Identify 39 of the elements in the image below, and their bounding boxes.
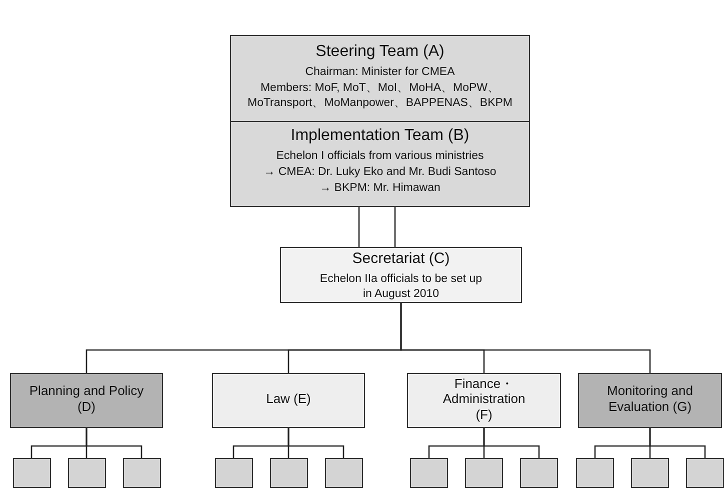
box-title: Implementation Team (B)	[290, 126, 470, 146]
box-text: Echelon IIa officials to be set up in August 2010	[319, 272, 483, 302]
empty-box	[68, 458, 106, 488]
box-title: Planning and Policy (D)	[28, 383, 145, 415]
connector-line	[649, 428, 706, 458]
connector-line	[483, 428, 540, 458]
empty-box	[686, 458, 724, 488]
empty-box	[576, 458, 614, 488]
box-text: → BKPM: Mr. Himawan	[320, 181, 440, 196]
empty-box	[520, 458, 558, 488]
empty-box	[214, 458, 252, 488]
connector-line	[400, 303, 651, 373]
box-title: Secretariat (C)	[352, 250, 450, 268]
empty-box	[270, 458, 308, 488]
unit-box	[212, 373, 365, 428]
unit-box	[10, 373, 163, 428]
box-text: Chairman: Minister for CMEA	[305, 65, 455, 80]
connector-line	[394, 207, 396, 247]
team-box	[280, 247, 522, 303]
unit-box	[578, 373, 722, 428]
box-text: Echelon I officials from various ministries	[276, 149, 484, 164]
empty-box	[410, 458, 448, 488]
empty-box	[122, 458, 160, 488]
box-title: Finance・ Administration (F)	[442, 376, 526, 422]
empty-box	[465, 458, 503, 488]
team-box	[230, 121, 530, 207]
connector-line	[86, 428, 142, 458]
box-title: Steering Team (A)	[316, 42, 444, 62]
connector-line	[288, 428, 344, 458]
box-title: Law (E)	[266, 391, 311, 407]
box-title: Monitoring and Evaluation (G)	[606, 383, 694, 415]
connector-line	[358, 207, 360, 247]
team-box	[230, 35, 530, 122]
box-text: Members: MoF, MoT、MoI、MoHA、MoPW、MoTransport、MoManpower、BAPPENAS、BKPM	[246, 81, 514, 111]
box-text: → CMEA: Dr. Luky Eko and Mr. Budi Santoso	[264, 165, 496, 180]
empty-box	[12, 458, 50, 488]
empty-box	[324, 458, 362, 488]
empty-box	[631, 458, 669, 488]
unit-box	[407, 373, 561, 428]
